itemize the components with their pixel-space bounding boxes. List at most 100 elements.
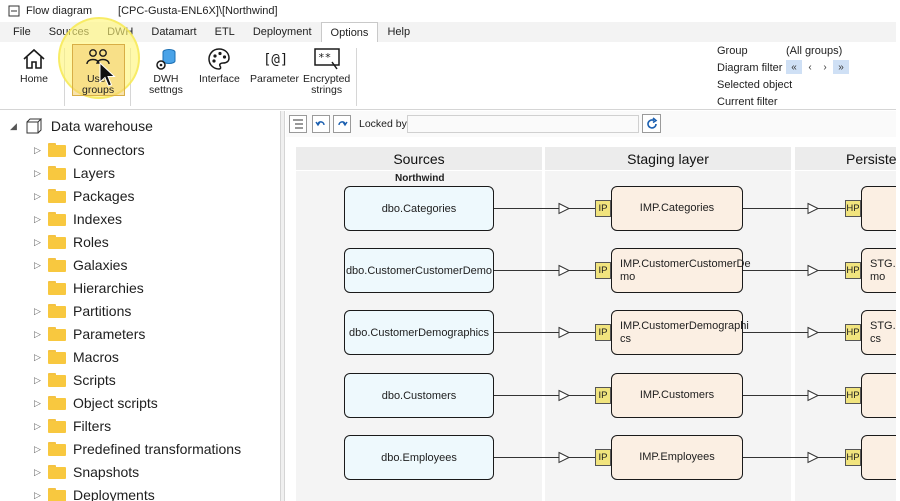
menu-etl[interactable]: ETL: [214, 26, 235, 38]
tree-item[interactable]: ▷Deployments: [34, 485, 155, 501]
tree-item[interactable]: ▷ Object scripts: [34, 393, 158, 413]
group-value[interactable]: (All groups): [786, 45, 843, 57]
title-bar: Flow diagram [CPC-Gusta-ENL6X]\[Northwin…: [0, 0, 900, 22]
list-icon[interactable]: [289, 115, 307, 133]
tree-item-label: Snapshots: [73, 464, 140, 480]
tree-item-label: Roles: [73, 234, 109, 250]
home-button[interactable]: Home: [20, 46, 48, 85]
expand-arrow-icon[interactable]: ▷: [34, 190, 41, 201]
expand-arrow-icon[interactable]: ▷: [34, 420, 41, 431]
staging-node-text: cs: [620, 332, 631, 345]
expand-arrow-icon[interactable]: ▷: [34, 236, 41, 247]
expand-arrow-icon[interactable]: ▷: [34, 374, 41, 385]
tree-item[interactable]: ▷Parameters: [34, 324, 145, 344]
tree-item[interactable]: ▷Partitions: [34, 301, 131, 321]
edge-arrow: [558, 326, 571, 339]
persisted-node[interactable]: STG.Ccs: [861, 310, 896, 355]
interface-button[interactable]: Interface: [199, 46, 240, 85]
dwh-settings-button[interactable]: DWH settngs: [149, 46, 183, 96]
locked-by-field[interactable]: [407, 115, 639, 133]
tree-item[interactable]: ▷Filters: [34, 416, 111, 436]
tree-item[interactable]: ▷Packages: [34, 186, 134, 206]
menu-help[interactable]: Help: [387, 26, 411, 38]
expand-arrow-icon[interactable]: ▷: [34, 328, 41, 339]
persisted-node-text: mo: [870, 270, 886, 283]
expand-arrow-icon[interactable]: ▷: [34, 144, 41, 155]
redo-icon[interactable]: [333, 115, 351, 133]
diagram-filter-label: Diagram filter: [717, 62, 783, 74]
staging-tag: IP: [595, 386, 611, 404]
tree-item[interactable]: ▷Indexes: [34, 209, 122, 229]
expand-arrow-icon[interactable]: ▷: [34, 259, 41, 270]
source-node[interactable]: dbo.Employees: [344, 435, 494, 480]
last-icon[interactable]: »: [833, 60, 849, 74]
source-node[interactable]: dbo.CustomerCustomerDemo: [344, 248, 494, 293]
selected-object-label: Selected object: [717, 79, 793, 91]
tree-root[interactable]: ◢ Data warehouse: [10, 118, 153, 134]
expand-arrow-icon[interactable]: ▷: [34, 305, 41, 316]
staging-tag: IP: [595, 261, 611, 279]
tree-item[interactable]: ▷ Scripts: [34, 370, 116, 390]
expand-arrow-icon[interactable]: ▷: [34, 397, 41, 408]
persisted-node[interactable]: STG.Cmo: [861, 248, 896, 293]
tree-item[interactable]: Hierarchies: [34, 278, 144, 298]
tree-item[interactable]: ▷ Snapshots: [34, 462, 139, 482]
edge-arrow: [807, 202, 820, 215]
first-icon[interactable]: «: [786, 60, 802, 74]
dwh-settings-label-2: settngs: [149, 84, 183, 96]
expand-arrow-icon[interactable]: ▷: [34, 443, 41, 454]
encrypted-strings-icon: **: [313, 48, 340, 70]
refresh-icon[interactable]: [642, 114, 661, 133]
folder-icon: [48, 488, 66, 501]
user-groups-label-1: User: [86, 73, 110, 85]
staging-node[interactable]: IMP.Categories: [611, 186, 743, 231]
splitter[interactable]: [280, 111, 285, 501]
persisted-tag: HP: [845, 386, 861, 404]
menu-deployment[interactable]: Deployment: [252, 26, 312, 38]
parameter-button[interactable]: [@] Parameter: [250, 46, 299, 85]
tree-item[interactable]: ▷Macros: [34, 347, 119, 367]
tree-item-label: Hierarchies: [73, 280, 144, 296]
undo-icon[interactable]: [312, 115, 330, 133]
persisted-node[interactable]: [861, 373, 896, 418]
svg-text:**: **: [318, 51, 331, 64]
tree-item[interactable]: ▷ Predefined transformations: [34, 439, 241, 459]
expand-arrow-icon[interactable]: ▷: [34, 213, 41, 224]
expand-arrow-icon[interactable]: ▷: [34, 167, 41, 178]
persisted-node[interactable]: [861, 186, 896, 231]
source-node[interactable]: dbo.CustomerDemographics: [344, 310, 494, 355]
folder-icon: [48, 327, 66, 341]
menu-datamart[interactable]: Datamart: [151, 26, 197, 38]
tree-item-label: Object scripts: [73, 395, 158, 411]
collapse-icon[interactable]: ◢: [10, 120, 17, 131]
folder-icon: [48, 304, 66, 318]
staging-node-text: IMP.Customers: [639, 389, 715, 401]
staging-node[interactable]: IMP.Employees: [611, 435, 743, 480]
parameter-label: Parameter: [250, 73, 300, 85]
menu-file[interactable]: File: [13, 26, 31, 38]
source-node[interactable]: dbo.Customers: [344, 373, 494, 418]
expand-arrow-icon[interactable]: ▷: [34, 466, 41, 477]
tree-item-label: Predefined transformations: [73, 441, 242, 457]
edge-arrow: [558, 451, 571, 464]
persisted-node[interactable]: [861, 435, 896, 480]
tree-item-label: Scripts: [73, 372, 116, 388]
menu-options[interactable]: Options: [320, 22, 379, 42]
tree-item[interactable]: ▷Connectors: [34, 140, 145, 160]
tree-item[interactable]: ▷Layers: [34, 163, 115, 183]
tree-item[interactable]: ▷ Roles: [34, 232, 109, 252]
source-node[interactable]: dbo.Categories: [344, 186, 494, 231]
expand-arrow-icon[interactable]: ▷: [34, 489, 41, 500]
lane-sources: Sources: [296, 147, 542, 170]
next-icon[interactable]: ›: [823, 61, 827, 73]
encrypted-strings-button[interactable]: ** Encrypted strings: [303, 46, 350, 96]
user-groups-icon: [86, 49, 110, 65]
user-groups-button[interactable]: [72, 44, 125, 96]
expand-arrow-icon[interactable]: ▷: [34, 351, 41, 362]
staging-node[interactable]: IMP.Customers: [611, 373, 743, 418]
prev-icon[interactable]: ‹: [808, 61, 812, 73]
folder-icon: [48, 442, 66, 456]
tree-item[interactable]: ▷Galaxies: [34, 255, 127, 275]
